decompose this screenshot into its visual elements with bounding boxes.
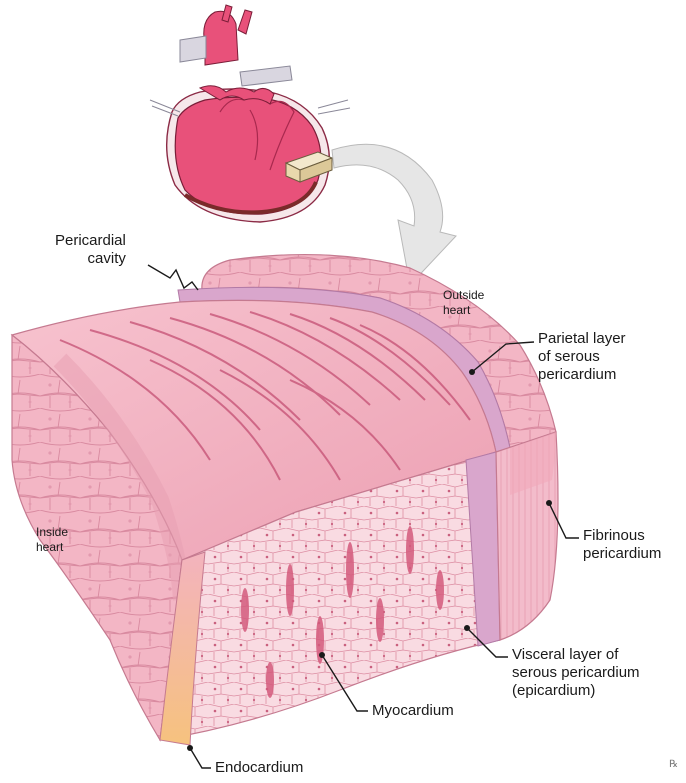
pericardial-cavity-leader (148, 265, 198, 290)
label-fibrinous-line2: pericardium (583, 545, 661, 563)
label-inside-heart-line2: heart (36, 540, 68, 555)
rx-watermark: ℞ (669, 759, 678, 770)
label-pericardial-cavity: Pericardial cavity (55, 232, 126, 268)
label-visceral-line3: (epicardium) (512, 682, 640, 700)
label-inside-heart: Inside heart (36, 525, 68, 555)
label-parietal-layer: Parietal layer of serous pericardium (538, 330, 626, 384)
label-outside-heart-line1: Outside (443, 288, 484, 303)
label-pericardial-cavity-line2: cavity (55, 250, 126, 268)
endocardium-leader (190, 748, 211, 768)
label-endocardium: Endocardium (215, 759, 303, 777)
label-outside-heart: Outside heart (443, 288, 484, 318)
label-visceral-layer: Visceral layer of serous pericardium (ep… (512, 646, 640, 700)
label-pericardial-cavity-line1: Pericardial (55, 232, 126, 250)
label-visceral-line2: serous pericardium (512, 664, 640, 682)
label-outside-heart-line2: heart (443, 303, 484, 318)
label-visceral-line1: Visceral layer of (512, 646, 640, 664)
label-parietal-line2: of serous (538, 348, 626, 366)
label-parietal-line1: Parietal layer (538, 330, 626, 348)
label-myocardium: Myocardium (372, 702, 454, 720)
tissue-block (12, 255, 558, 745)
label-fibrinous-line1: Fibrinous (583, 527, 661, 545)
heart-thumbnail (150, 5, 350, 222)
label-parietal-line3: pericardium (538, 366, 626, 384)
label-fibrinous-pericardium: Fibrinous pericardium (583, 527, 661, 563)
label-inside-heart-line1: Inside (36, 525, 68, 540)
